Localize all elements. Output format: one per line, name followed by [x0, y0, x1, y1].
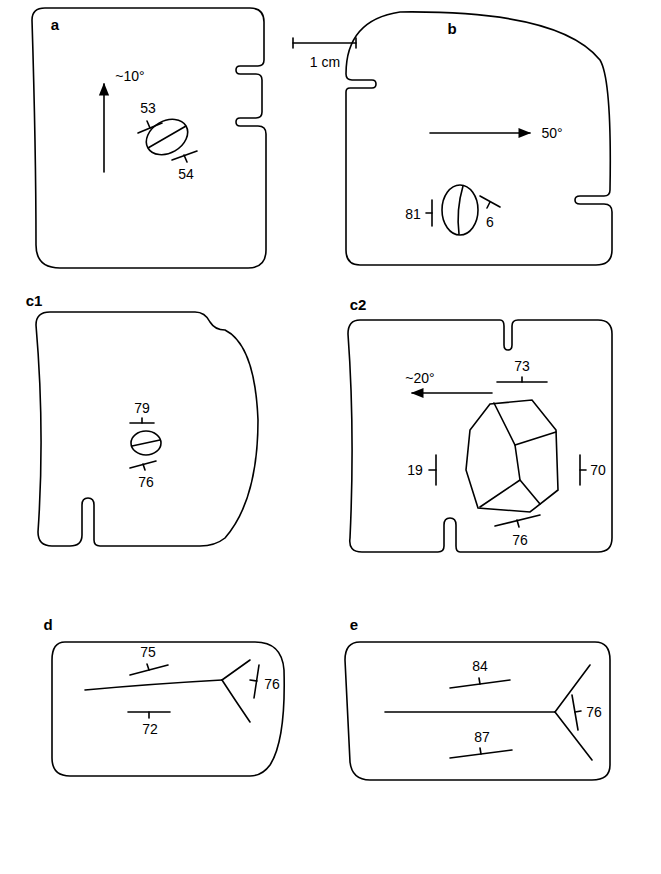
dip-value: 76 — [512, 533, 528, 547]
dip-value: 6 — [486, 215, 494, 229]
strike-dip-symbol — [128, 712, 170, 718]
strike-dip-symbol — [429, 455, 436, 485]
orientation-arrow — [412, 392, 492, 394]
sample-outline — [36, 312, 258, 546]
strike-dip-symbol — [130, 664, 168, 675]
clast — [131, 431, 161, 455]
strike-dip-symbol — [580, 455, 586, 485]
dip-value: 53 — [140, 101, 156, 115]
sample-outline — [52, 642, 284, 776]
sample-outline — [345, 642, 610, 780]
sample-outline — [348, 320, 612, 552]
fracture — [385, 665, 592, 760]
strike-dip-symbol — [250, 665, 259, 698]
dip-value: 87 — [474, 730, 490, 744]
panel-letter: c1 — [26, 293, 43, 308]
dip-value: 19 — [407, 463, 423, 477]
orientation-label: ~20° — [405, 371, 434, 385]
scale-bar — [293, 38, 356, 48]
orientation-arrow — [103, 84, 105, 172]
dip-value: 70 — [590, 463, 606, 477]
panel-letter: d — [43, 617, 52, 632]
dip-value: 79 — [134, 401, 150, 415]
orientation-label: 50° — [541, 126, 562, 140]
strike-dip-symbol — [172, 151, 197, 162]
strike-dip-symbol — [497, 377, 547, 382]
fracture — [85, 660, 250, 722]
dip-value: 81 — [405, 207, 421, 221]
dip-value: 72 — [142, 722, 158, 736]
panel-letter: c2 — [350, 297, 367, 312]
strike-dip-symbol — [495, 515, 540, 527]
strike-dip-symbol — [450, 748, 512, 758]
strike-dip-symbol — [426, 200, 432, 226]
strike-dip-symbol — [480, 196, 500, 208]
dip-value: 76 — [586, 705, 602, 719]
strike-dip-symbol — [130, 461, 156, 470]
clast — [466, 400, 558, 512]
sample-outline — [346, 12, 612, 265]
panel-letter: e — [350, 617, 358, 632]
scale-label: 1 cm — [310, 55, 340, 69]
sample-outline — [32, 8, 266, 268]
dip-value: 73 — [514, 359, 530, 373]
strike-dip-symbol — [572, 695, 581, 730]
strike-dip-symbol — [138, 121, 162, 133]
clast — [442, 185, 478, 235]
strike-dip-symbol — [450, 678, 510, 688]
dip-value: 76 — [138, 475, 154, 489]
dip-value: 84 — [472, 659, 488, 673]
dip-value: 76 — [264, 677, 280, 691]
dip-value: 75 — [140, 645, 156, 659]
strike-dip-symbol — [130, 418, 154, 423]
panel-letter: a — [51, 17, 59, 32]
orientation-arrow — [430, 132, 530, 134]
orientation-label: ~10° — [115, 69, 144, 83]
panel-letter: b — [447, 21, 456, 36]
dip-value: 54 — [178, 167, 194, 181]
